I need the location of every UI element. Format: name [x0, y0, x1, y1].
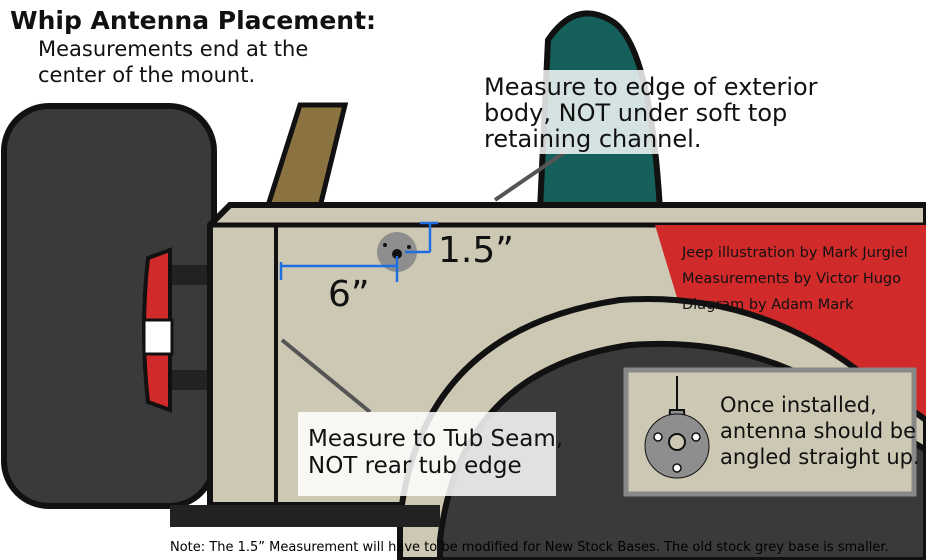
diagram-subtitle: Measurements end at the center of the mo… [38, 37, 309, 87]
inset-screw-bottom [672, 463, 682, 473]
credits: Jeep illustration by Mark Jurgiel Measur… [682, 240, 908, 318]
callout-exterior-edge-text: Measure to edge of exterior body, NOT un… [476, 70, 821, 156]
inset-mount-center [668, 433, 686, 451]
spare-tire [1, 103, 217, 509]
diagram-title: Whip Antenna Placement: [10, 6, 377, 35]
mount-screw-left [383, 243, 387, 247]
tail-light-bracket [160, 265, 220, 285]
callout-seam-line-1: Measure to Tub Seam, [308, 426, 564, 452]
callout-top-line-2: body, NOT under soft top [484, 99, 788, 127]
inset-screw-right [691, 432, 701, 442]
mount-screw-right [407, 245, 411, 249]
callout-exterior-edge: Measure to edge of exterior body, NOT un… [476, 70, 821, 154]
tail-light-bracket-lower [160, 370, 220, 390]
inset-line-3: angled straight up. [720, 445, 920, 469]
pointer-top [493, 148, 570, 202]
pointer-seam [280, 338, 372, 414]
callout-tub-seam: Measure to Tub Seam, NOT rear tub edge [298, 412, 564, 496]
credit-measurements: Measurements by Victor Hugo [682, 271, 902, 287]
tail-light-lens [142, 318, 174, 356]
dimension-lines [279, 221, 438, 282]
dimension-vertical-label: 1.5” [438, 230, 514, 271]
callout-tub-seam-text: Measure to Tub Seam, NOT rear tub edge [298, 412, 564, 494]
inset-line-1: Once installed, [720, 393, 877, 417]
callout-top-line-1: Measure to edge of exterior [484, 73, 818, 101]
roll-bar [261, 102, 349, 218]
callout-seam-line-2: NOT rear tub edge [308, 453, 522, 479]
dimension-horizontal-label: 6” [328, 274, 370, 315]
credit-illustration: Jeep illustration by Mark Jurgiel [682, 245, 908, 261]
credit-diagram: Diagram by Adam Mark [682, 297, 854, 313]
callout-top-line-3: retaining channel. [484, 125, 702, 153]
mount-center [392, 249, 402, 259]
footnote: Note: The 1.5” Measurement will have to … [170, 540, 889, 555]
inset-line-2: antenna should be [720, 419, 916, 443]
inset-screw-left [653, 432, 663, 442]
rear-bumper [170, 505, 440, 527]
inset-caption: Once installed, antenna should be angled… [720, 392, 920, 470]
